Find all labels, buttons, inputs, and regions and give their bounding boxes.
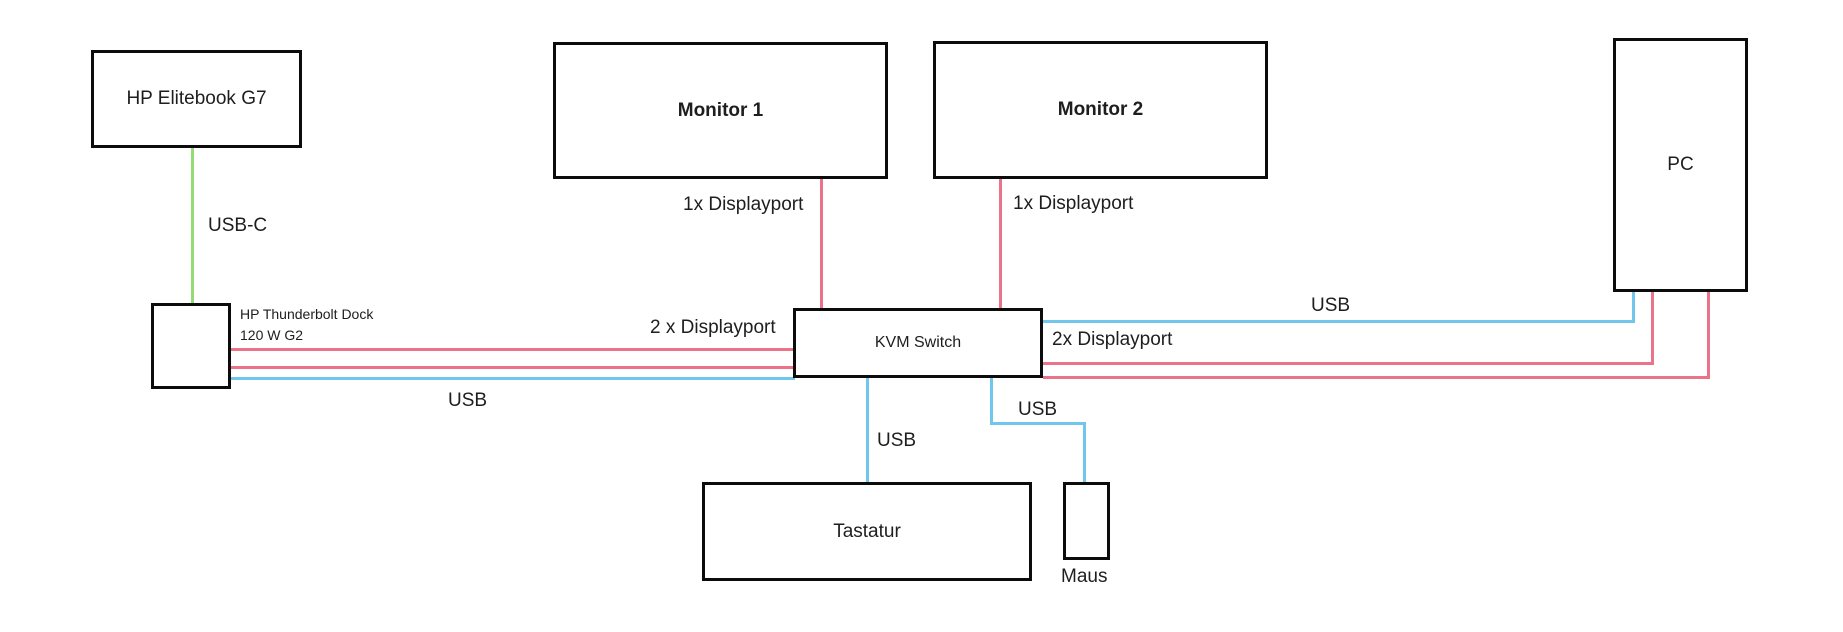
node-kvm-label: KVM Switch bbox=[874, 334, 962, 351]
edge-label-monitor2-displayport: 1x Displayport bbox=[1013, 193, 1134, 214]
node-dock-label-line2: 120 W G2 bbox=[240, 327, 304, 343]
displayport-cable-kvm-pc-1-vertical[interactable] bbox=[1651, 292, 1654, 365]
usbc-cable-elitebook-dock[interactable] bbox=[191, 148, 194, 305]
usb-cable-kvm-tastatur[interactable] bbox=[866, 377, 869, 482]
usb-cable-kvm-pc-horizontal[interactable] bbox=[1043, 320, 1635, 323]
node-pc[interactable]: PC bbox=[1613, 38, 1748, 292]
displayport-cable-kvm-pc-2-horizontal[interactable] bbox=[1043, 376, 1710, 379]
usb-cable-kvm-maus-vertical-1[interactable] bbox=[990, 377, 993, 425]
displayport-cable-kvm-pc-2-vertical[interactable] bbox=[1707, 292, 1710, 379]
edge-label-kvm-maus-usb: USB bbox=[1018, 399, 1058, 420]
usb-cable-kvm-pc-vertical[interactable] bbox=[1632, 292, 1635, 323]
edge-label-kvm-pc-usb: USB bbox=[1311, 295, 1351, 316]
usb-cable-kvm-maus-vertical-2[interactable] bbox=[1083, 422, 1086, 482]
node-tastatur-label: Tastatur bbox=[833, 520, 901, 542]
displayport-cable-monitor2-kvm[interactable] bbox=[999, 179, 1002, 309]
node-maus-label: Maus bbox=[1061, 566, 1108, 587]
node-dock[interactable] bbox=[151, 303, 231, 389]
node-maus[interactable] bbox=[1063, 482, 1110, 560]
displayport-cable-dock-kvm-1[interactable] bbox=[228, 348, 795, 351]
node-dock-label-line1: HP Thunderbolt Dock bbox=[240, 306, 374, 322]
usb-cable-dock-kvm[interactable] bbox=[228, 377, 795, 380]
node-tastatur[interactable]: Tastatur bbox=[702, 482, 1032, 581]
edge-label-kvm-tastatur-usb: USB bbox=[877, 430, 917, 451]
displayport-cable-kvm-pc-1-horizontal[interactable] bbox=[1043, 362, 1654, 365]
node-dock-label: HP Thunderbolt Dock 120 W G2 bbox=[240, 304, 373, 346]
displayport-cable-dock-kvm-2[interactable] bbox=[228, 366, 795, 369]
usb-cable-kvm-maus-horizontal[interactable] bbox=[990, 422, 1086, 425]
node-monitor2-label: Monitor 2 bbox=[1057, 99, 1144, 120]
node-elitebook[interactable]: HP Elitebook G7 bbox=[91, 50, 302, 148]
edge-label-kvm-pc-displayport: 2x Displayport bbox=[1052, 329, 1173, 350]
node-elitebook-label: HP Elitebook G7 bbox=[126, 88, 267, 109]
edge-label-dock-kvm-usb: USB bbox=[448, 390, 488, 411]
node-kvm[interactable]: KVM Switch bbox=[793, 308, 1043, 378]
node-pc-label: PC bbox=[1667, 154, 1694, 175]
edge-label-dock-kvm-displayport: 2 x Displayport bbox=[650, 317, 776, 338]
node-monitor1-label: Monitor 1 bbox=[677, 99, 764, 121]
displayport-cable-monitor1-kvm[interactable] bbox=[820, 179, 823, 309]
node-monitor2[interactable]: Monitor 2 bbox=[933, 41, 1268, 179]
edge-label-monitor1-displayport: 1x Displayport bbox=[683, 194, 804, 215]
node-monitor1[interactable]: Monitor 1 bbox=[553, 42, 888, 179]
edge-label-usbc: USB-C bbox=[208, 215, 268, 236]
